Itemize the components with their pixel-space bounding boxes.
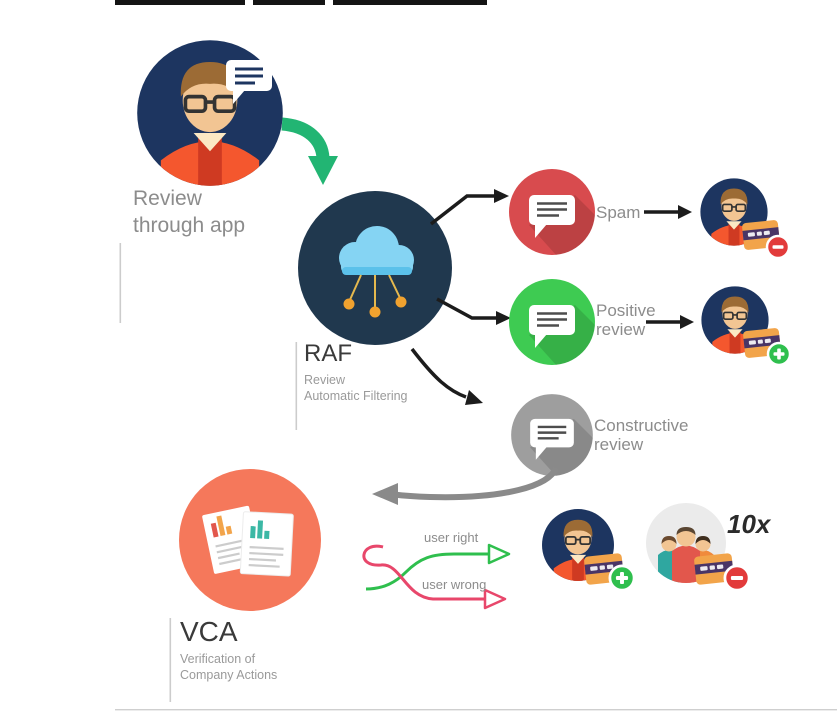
arrow-raf-to-positive	[436, 297, 511, 325]
arrow-raf-to-constructive	[410, 347, 483, 405]
arrow-reviewer-to-raf	[281, 117, 338, 185]
positive-node	[509, 279, 606, 376]
arrow-constructive-to-vca	[372, 466, 559, 505]
user-wrong-label: user wrong	[422, 577, 486, 592]
vca-subtitle-line1: Verification of	[180, 652, 256, 666]
spam-minus-badge	[765, 234, 791, 260]
network-dots-icon	[343, 274, 407, 318]
vca-divider-line	[169, 618, 172, 702]
user-right-arrow	[365, 543, 511, 591]
user-right-plus-badge	[608, 564, 636, 592]
reviewer-divider-line	[119, 243, 122, 323]
spam-node	[509, 169, 606, 266]
positive-label-line1: Positive	[596, 301, 656, 320]
raf-node	[298, 191, 452, 345]
arrow-raf-to-spam	[429, 189, 509, 226]
user-right-label: user right	[424, 530, 479, 545]
reviewer-label-line2: through app	[133, 214, 245, 237]
bottom-divider-line	[115, 709, 837, 711]
vca-subtitle-line2: Company Actions	[180, 668, 277, 682]
raf-subtitle-line2: Automatic Filtering	[304, 389, 408, 403]
user-right-account	[542, 509, 636, 592]
vca-title: VCA	[180, 616, 238, 647]
constructive-label-line1: Constructive	[594, 416, 688, 435]
multiplier-label: 10x	[727, 509, 772, 539]
raf-subtitle-line1: Review	[304, 373, 346, 387]
user-wrong-minus-badge	[723, 564, 751, 592]
arrow-spam-to-account	[644, 205, 692, 219]
constructive-label-line2: review	[594, 435, 644, 454]
user-wrong-group: 10x	[646, 503, 772, 592]
cloud-icon	[339, 226, 414, 318]
documents-icon	[202, 505, 294, 577]
reviewer-avatar	[137, 40, 283, 187]
raf-title: RAF	[304, 340, 352, 367]
positive-label-line2: review	[596, 320, 646, 339]
arrow-positive-to-account	[646, 315, 694, 329]
positive-plus-badge	[766, 341, 792, 367]
spam-account	[700, 178, 791, 260]
vca-node	[179, 469, 321, 611]
raf-divider-line	[295, 342, 298, 430]
positive-account	[701, 286, 792, 367]
top-cropped-text	[115, 0, 487, 5]
constructive-node	[511, 394, 603, 486]
user-wrong-arrow	[362, 544, 507, 610]
spam-label: Spam	[596, 203, 640, 222]
reviewer-label-line1: Review	[133, 187, 203, 210]
